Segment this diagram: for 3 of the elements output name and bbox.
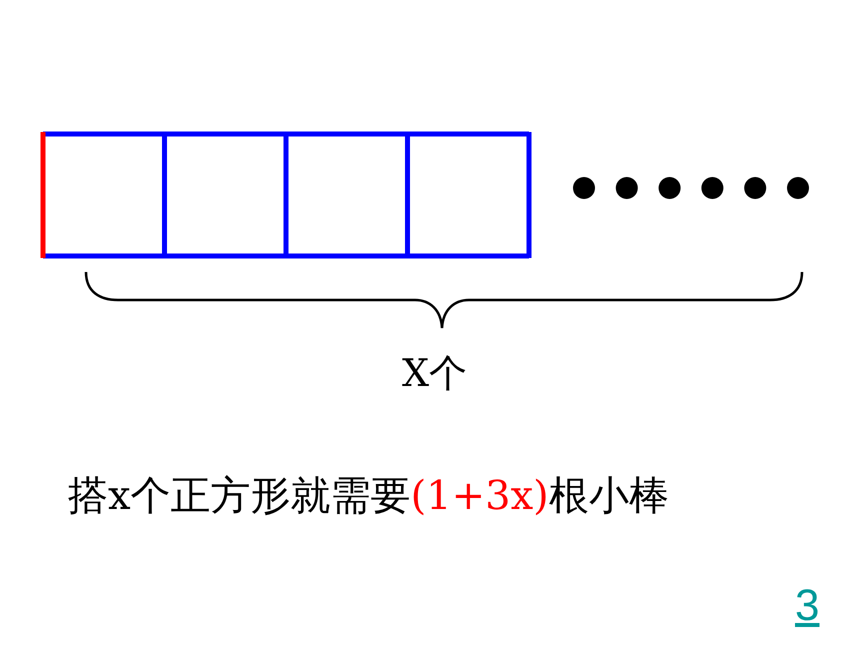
page-number-link: 3 bbox=[795, 584, 820, 628]
sentence-text: 搭x个正方形就需要(1+3x)根小棒 bbox=[68, 476, 669, 516]
count-label: X个 bbox=[402, 354, 468, 392]
